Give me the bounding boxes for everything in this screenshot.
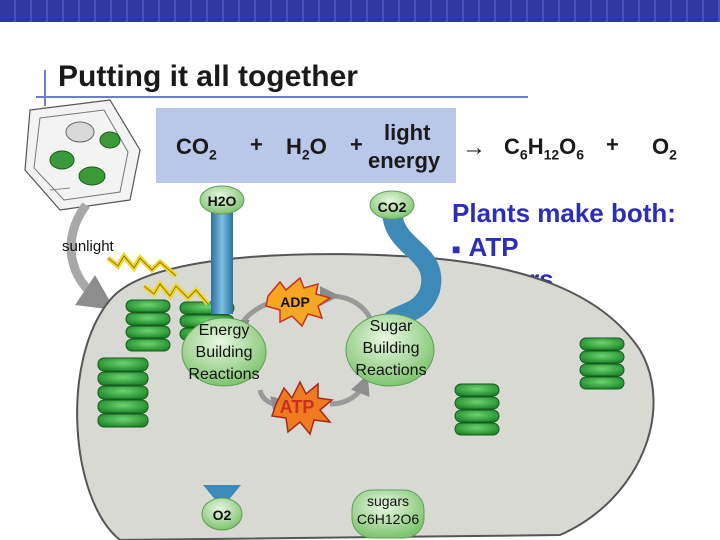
slide-title: Putting it all together <box>58 60 358 93</box>
co2-bubble <box>369 190 415 220</box>
atp-label: ATP <box>279 397 315 417</box>
sugar-building-bubble <box>345 313 435 387</box>
bullet-icon: ■ <box>452 241 461 258</box>
sunlight-label: sunlight <box>62 238 114 255</box>
equation-h2o: H2O <box>286 134 327 163</box>
sugars-bubble <box>351 489 425 539</box>
o2-out-label: O2 <box>212 507 232 523</box>
title-underline <box>36 96 528 98</box>
plant-cell-icon <box>24 99 141 211</box>
plants-heading: Plants make both: <box>452 198 676 228</box>
equation-plus-3: + <box>606 132 619 157</box>
zoom-arrow <box>66 202 115 310</box>
equation-co2: CO2 <box>176 134 217 163</box>
o2-arrowhead <box>203 485 241 508</box>
thylakoid-stack-left <box>97 357 149 428</box>
h2o-pipe <box>211 192 233 314</box>
co2-in-label: CO2 <box>377 199 407 215</box>
lightning-outline <box>107 255 177 277</box>
energy-building-label: Energy Building Reactions <box>188 322 260 383</box>
title-crosshair-vertical <box>44 70 46 106</box>
equation-plus-2: + <box>350 132 363 157</box>
equation-plus-1: + <box>250 132 263 157</box>
thylakoid-stack-right <box>454 383 500 436</box>
top-bar <box>0 0 720 22</box>
cycle-arrow-adp-right <box>319 285 373 320</box>
equation-light: light <box>384 120 431 145</box>
adp-burst <box>265 276 332 328</box>
adp-label: ADP <box>280 294 310 310</box>
cycle-arrow-atp-right <box>329 374 370 407</box>
lightning-outline <box>143 283 209 305</box>
equation-arrow: → <box>462 134 486 161</box>
equation-highlight <box>156 108 456 183</box>
atp-burst <box>271 380 334 436</box>
sugar-building-label: Sugar Building Reactions <box>355 318 427 379</box>
h2o-bubble <box>199 185 245 215</box>
energy-building-bubble <box>181 317 267 387</box>
h2o-in-label: H2O <box>207 193 237 209</box>
equation-o2: O2 <box>652 134 677 163</box>
equation-glucose: C6H12O6 <box>504 134 585 163</box>
plants-item-atp: ■ATP <box>452 232 519 262</box>
thylakoid-stack-far-right <box>579 337 625 390</box>
o2-bubble <box>201 497 243 531</box>
sugars-out-label: sugars C6H12O6 <box>356 493 420 527</box>
equation-energy: energy <box>368 148 441 173</box>
thylakoid-stack-left-2 <box>125 299 171 352</box>
